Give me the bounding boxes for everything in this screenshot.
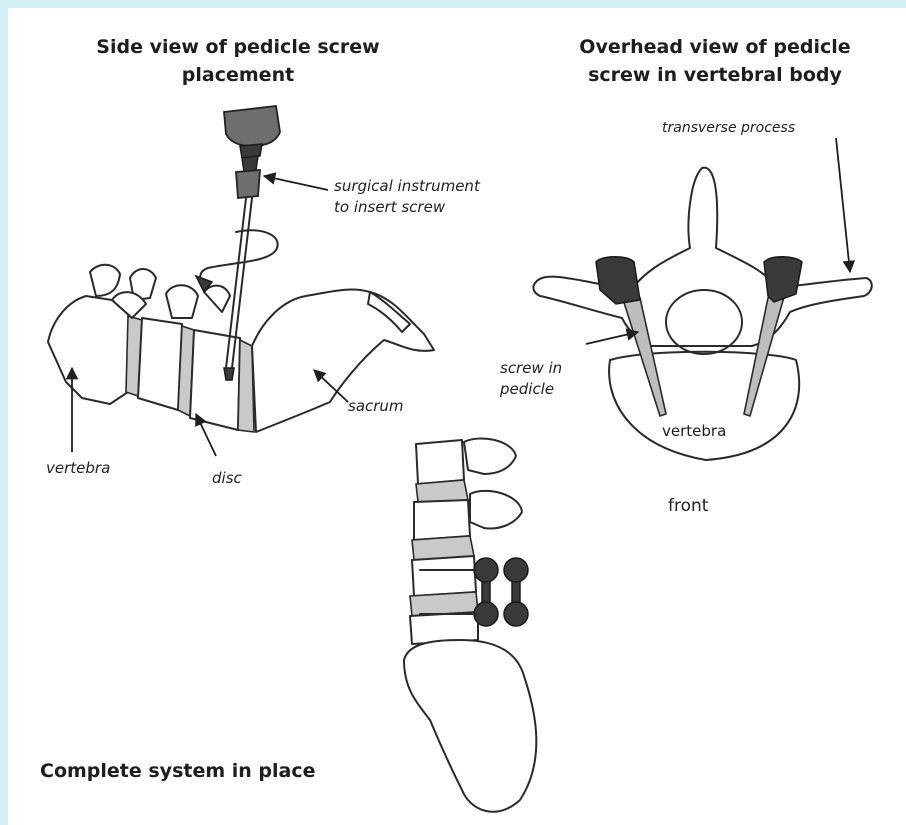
complete-system-heading: Complete system in place	[40, 757, 390, 785]
surgical-instrument-label-line1: surgical instrument	[334, 176, 480, 197]
overhead-vertebra-label: vertebra	[662, 422, 726, 440]
overhead-view-heading-line1: Overhead view of pedicle	[530, 33, 900, 61]
transverse-process-label: transverse process	[662, 118, 795, 139]
side-vertebra-label: vertebra	[46, 458, 110, 479]
side-view-heading-line2: placement	[48, 61, 428, 89]
overhead-view-heading: Overhead view of pedicle screw in verteb…	[530, 33, 900, 89]
complete-system-spine	[404, 438, 536, 811]
disc-label: disc	[212, 468, 242, 489]
screw-in-pedicle-label-line1: screw in	[500, 358, 562, 379]
surgical-instrument-label: surgical instrument to insert screw	[334, 176, 480, 218]
sacrum-label: sacrum	[348, 396, 404, 417]
surgical-instrument-label-line2: to insert screw	[334, 197, 480, 218]
side-view-heading-line1: Side view of pedicle screw	[48, 33, 428, 61]
screw-in-pedicle-label: screw in pedicle	[500, 358, 562, 400]
side-view-heading: Side view of pedicle screw placement	[48, 33, 428, 89]
overhead-vertebra	[533, 168, 871, 460]
screw-in-pedicle-label-line2: pedicle	[500, 379, 562, 400]
front-label: front	[668, 496, 708, 516]
overhead-view-heading-line2: screw in vertebral body	[530, 61, 900, 89]
